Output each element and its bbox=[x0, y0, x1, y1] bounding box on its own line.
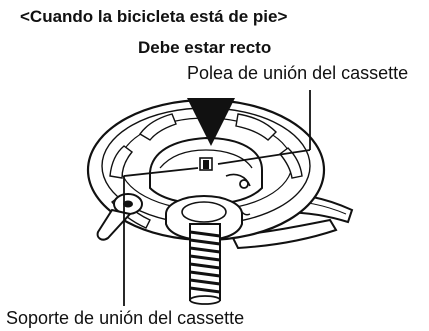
align-straight-arrow bbox=[187, 98, 235, 146]
threaded-axle bbox=[189, 223, 221, 305]
condition-heading: <Cuando la bicicleta está de pie> bbox=[20, 7, 288, 26]
bracket-leader-line bbox=[123, 167, 199, 306]
lower-frame-arm bbox=[230, 218, 338, 250]
pulley-leader-line bbox=[217, 90, 311, 165]
must-be-straight-label: Debe estar recto bbox=[138, 38, 272, 57]
cassette-joint-pulley bbox=[199, 157, 213, 171]
cassette-joint-pulley-label: Polea de unión del cassette bbox=[187, 63, 409, 83]
cassette-joint-bracket-label: Soporte de unión del cassette bbox=[6, 308, 245, 328]
bracket-lever bbox=[96, 208, 132, 241]
